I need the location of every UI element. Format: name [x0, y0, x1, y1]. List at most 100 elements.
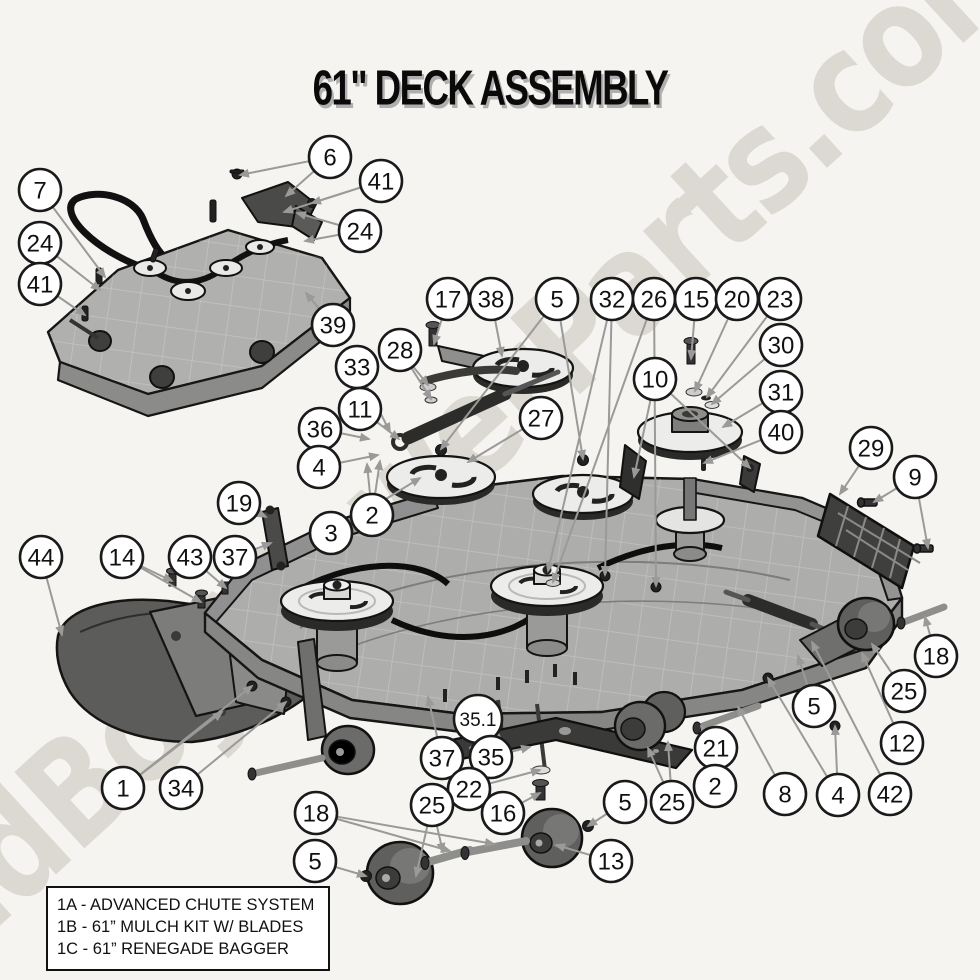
callout-9: 9: [892, 454, 938, 500]
callout-number: 24: [347, 219, 374, 246]
leader-line-35: [512, 744, 532, 754]
callout-number: 36: [307, 417, 334, 444]
callout-circle: [757, 276, 803, 322]
callout-number: 25: [659, 790, 686, 817]
leader-line-2: [363, 462, 373, 494]
callout-number: 37: [222, 545, 249, 572]
callout-2: 2: [349, 492, 395, 538]
callout-25: 25: [881, 668, 927, 714]
leader-line-10: [670, 393, 752, 470]
callout-number: 11: [348, 397, 373, 424]
leader-line-37: [255, 542, 273, 551]
callout-number: 40: [768, 420, 795, 447]
callout-21: 21: [693, 725, 739, 771]
leader-line-5: [796, 654, 809, 686]
leader-line-15: [687, 320, 697, 361]
callout-11: 11: [337, 386, 383, 432]
callout-number: 10: [642, 367, 669, 394]
callout-number: 18: [923, 644, 950, 671]
callout-number: 24: [27, 231, 54, 258]
callout-10: 10: [632, 356, 678, 402]
spindle-assembly-right: [654, 477, 726, 562]
leader-line-7: [52, 207, 107, 279]
callout-36: 36: [297, 406, 343, 452]
callout-5: 5: [534, 276, 580, 322]
callout-number: 5: [308, 849, 321, 876]
callout-number: 22: [456, 777, 483, 804]
deck-roller-left: [247, 724, 376, 781]
callout-41: 41: [358, 158, 404, 204]
callout-4: 4: [815, 772, 861, 818]
callout-24: 24: [17, 220, 63, 266]
callout-number: 20: [724, 287, 751, 314]
callout-number: 2: [708, 774, 721, 801]
leader-line-31: [721, 402, 763, 429]
callout-23: 23: [757, 276, 803, 322]
leader-line-32: [545, 320, 608, 573]
callout-5: 5: [292, 838, 338, 884]
callout-number: 30: [768, 333, 795, 360]
callout-circle: [292, 838, 338, 884]
callout-circle: [17, 167, 63, 213]
callout-circle: [815, 772, 861, 818]
leader-line-25: [870, 642, 893, 674]
leader-line-2: [374, 459, 384, 494]
leader-line-25: [413, 826, 429, 878]
callout-7: 7: [17, 167, 63, 213]
callout-number: 44: [28, 545, 55, 572]
callout-number: 5: [618, 790, 631, 817]
callout-number: 17: [435, 287, 462, 314]
page-title: 61" DECK ASSEMBLY: [312, 59, 669, 116]
callout-19: 19: [216, 480, 262, 526]
callout-circle: [307, 134, 353, 180]
callout-number: 34: [168, 776, 195, 803]
callout-number: 38: [478, 287, 505, 314]
callout-25: 25: [409, 782, 455, 828]
callout-circle: [468, 734, 514, 780]
callout-circle: [758, 322, 804, 368]
callout-circle: [100, 765, 146, 811]
callout-22: 22: [446, 766, 492, 812]
callout-29: 29: [848, 425, 894, 471]
callout-number: 37: [429, 746, 456, 773]
callout-circle: [349, 492, 395, 538]
spindle-assembly-center: [489, 563, 605, 657]
callout-number: 43: [177, 545, 204, 572]
callout-circle: [377, 327, 423, 373]
callout-number: 27: [528, 406, 555, 433]
callout-31: 31: [758, 369, 804, 415]
callout-12: 12: [879, 720, 925, 766]
leader-line-27: [466, 428, 523, 464]
callout-circle: [167, 534, 213, 580]
callout-circle: [848, 425, 894, 471]
leader-line-13: [554, 843, 591, 856]
callout-circle: [518, 395, 564, 441]
callout-number: 1: [116, 776, 129, 803]
leader-line-4: [340, 452, 380, 464]
callout-number: 41: [27, 272, 54, 299]
callout-number: 41: [368, 169, 395, 196]
callout-6: 6: [307, 134, 353, 180]
leader-line-18: [923, 615, 932, 636]
wheel-bottom-left: [360, 840, 474, 906]
callout-circle: [310, 302, 356, 348]
leader-line-43: [206, 570, 228, 590]
leader-line-1: [139, 710, 224, 776]
leader-line-28: [410, 368, 433, 401]
callout-number: 5: [550, 287, 563, 314]
leader-line-20: [694, 318, 729, 393]
callout-number: 8: [778, 782, 791, 809]
leader-line-32: [600, 320, 613, 577]
callout-39: 39: [310, 302, 356, 348]
leader-line-4: [830, 724, 840, 774]
leader-line-37: [425, 695, 439, 737]
spindle-assembly-left: [279, 578, 395, 672]
callout-1: 1: [100, 765, 146, 811]
callout-18: 18: [293, 790, 339, 836]
callout-43: 43: [167, 534, 213, 580]
callout-number: 33: [344, 355, 371, 382]
leader-line-12: [861, 651, 895, 724]
